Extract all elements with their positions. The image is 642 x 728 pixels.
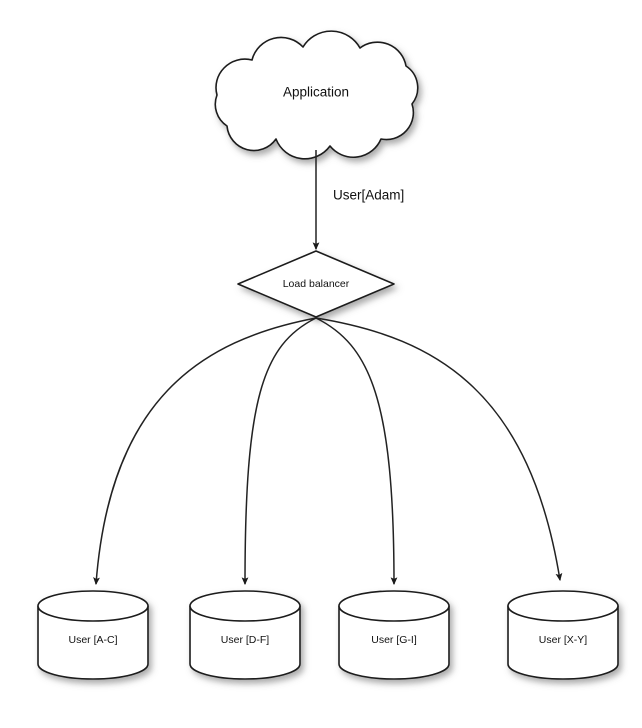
- cylinder-top-3: [338, 590, 450, 622]
- edges-balancer-to-databases: [93, 317, 563, 586]
- load-balancer-label: Load balancer: [283, 278, 350, 290]
- node-application[interactable]: Application: [214, 30, 419, 160]
- edge-label-user-adam: User[Adam]: [333, 188, 404, 203]
- cylinder-top-1: [37, 590, 149, 622]
- cylinder-body-3: [338, 605, 450, 680]
- edge-application-to-balancer[interactable]: User[Adam]: [312, 150, 404, 251]
- arrow-to-database-3[interactable]: [315, 317, 398, 586]
- arrow-to-database-4[interactable]: [315, 317, 563, 582]
- database-2-label: User [D-F]: [221, 634, 269, 646]
- diamond-shape: [237, 250, 395, 318]
- node-database-3[interactable]: User [G-I]: [338, 590, 450, 680]
- arrow-to-database-2[interactable]: [241, 317, 317, 586]
- cylinder-top-4: [507, 590, 619, 622]
- cloud-shape: [214, 30, 419, 160]
- application-label: Application: [283, 85, 349, 100]
- arrow-to-database-1[interactable]: [93, 317, 317, 586]
- node-load-balancer[interactable]: Load balancer: [237, 250, 395, 318]
- node-database-1[interactable]: User [A-C]: [37, 590, 149, 680]
- database-1-label: User [A-C]: [68, 634, 117, 646]
- database-3-label: User [G-I]: [371, 634, 417, 646]
- node-database-4[interactable]: User [X-Y]: [507, 590, 619, 680]
- database-4-label: User [X-Y]: [539, 634, 588, 646]
- cylinder-top-2: [189, 590, 301, 622]
- cylinder-body-4: [507, 605, 619, 680]
- cylinder-body-2: [189, 605, 301, 680]
- node-database-2[interactable]: User [D-F]: [189, 590, 301, 680]
- cylinder-body-1: [37, 605, 149, 680]
